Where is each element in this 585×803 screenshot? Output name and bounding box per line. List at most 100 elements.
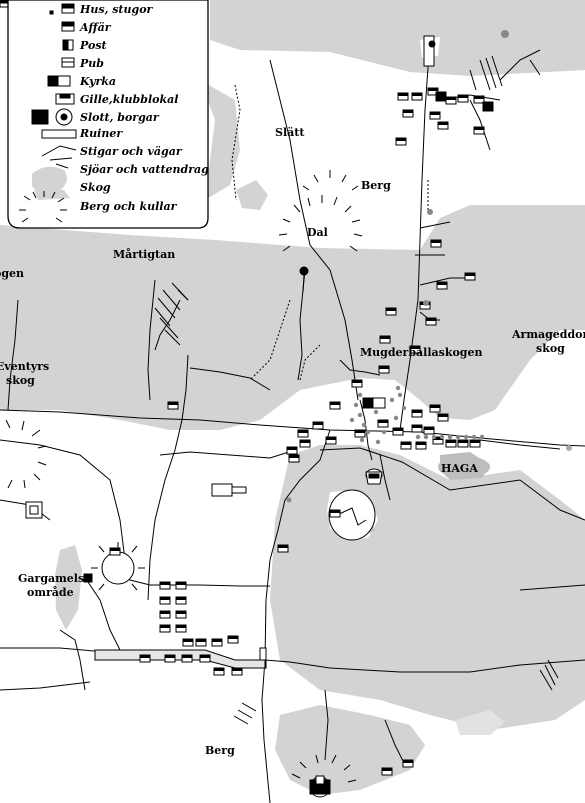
legend-item-hills: Berg och kullar — [79, 200, 178, 213]
tree-dot — [361, 422, 367, 428]
label-eventyrs-skog: skog — [6, 374, 35, 387]
tree-dot — [389, 397, 395, 403]
house-icon — [351, 379, 363, 388]
label-gargamels-omrade: område — [27, 586, 74, 599]
house-icon — [377, 419, 389, 428]
tree-dot — [381, 429, 387, 435]
tree-dot — [431, 434, 437, 440]
house-icon — [415, 441, 427, 450]
house-icon — [354, 429, 366, 438]
dotted-trail — [231, 84, 429, 381]
label-ogen: ogen — [0, 267, 24, 280]
house-icon — [159, 596, 171, 605]
legend-item-paths: Stigar och vägar — [80, 145, 183, 158]
house-markers — [109, 87, 485, 776]
hill-martigtan — [154, 282, 189, 346]
legend: Hus, stugor Affär Post Pub Kyrka Gille,k… — [7, 0, 209, 229]
house-icon — [175, 624, 187, 633]
house-icon — [473, 126, 485, 135]
house-icon — [329, 509, 341, 518]
hill-south — [291, 754, 357, 783]
village-dots — [349, 385, 485, 445]
tree-dot — [423, 434, 429, 440]
house-icon — [423, 426, 435, 435]
house-icon — [457, 94, 469, 103]
house-icon — [392, 427, 404, 436]
house-icon — [385, 307, 397, 316]
legend-item-houses: Hus, stugor — [79, 3, 154, 16]
house-icon — [429, 111, 441, 120]
house-icon — [325, 436, 337, 445]
house-icon — [411, 92, 423, 101]
label-armageddons-skog: skog — [536, 342, 565, 355]
label-dal: Dal — [307, 226, 328, 239]
slott-icon — [365, 471, 383, 485]
tree-dot — [353, 402, 359, 408]
bridges — [94, 35, 559, 691]
house-icon — [400, 441, 412, 450]
house-icon — [167, 401, 179, 410]
tree-dot — [463, 434, 469, 440]
house-icon — [277, 544, 289, 553]
hills — [5, 55, 541, 783]
house-icon — [430, 239, 442, 248]
house-icon — [159, 581, 171, 590]
legend-item-castle: Slott, borgar — [80, 111, 160, 124]
markers — [286, 30, 572, 503]
legend-item-guild: Gille,klubblokal — [80, 93, 178, 106]
house-icon — [299, 439, 311, 448]
house-icon — [159, 610, 171, 619]
house-icon — [469, 439, 481, 448]
house-icon — [139, 654, 151, 663]
house-icon — [378, 365, 390, 374]
house-icon — [379, 335, 391, 344]
label-haga: HAGA — [441, 462, 478, 475]
hill-berg-north — [302, 170, 359, 191]
label-armageddons: Armageddons — [511, 328, 585, 341]
house-icon — [402, 759, 414, 768]
hill-northeast — [469, 55, 541, 91]
house-icon — [436, 281, 448, 290]
tree-dot — [455, 434, 461, 440]
house-icon — [195, 638, 207, 647]
tree-dot — [395, 385, 401, 391]
label-eventyrs: Eventyrs — [0, 360, 49, 373]
house-icon — [211, 638, 223, 647]
tree-dot — [447, 434, 453, 440]
label-gargamels: Gargamels — [18, 572, 84, 585]
house-icon — [457, 439, 469, 448]
church-icon — [83, 91, 494, 583]
house-icon — [181, 654, 193, 663]
house-icon — [437, 413, 449, 422]
legend-item-pub: Pub — [79, 57, 104, 70]
tree-dot — [393, 415, 399, 421]
house-icon — [432, 436, 444, 445]
house-icon — [227, 635, 239, 644]
tree-dot — [349, 417, 355, 423]
house-icon — [175, 581, 187, 590]
house-icon — [312, 421, 324, 430]
hill-west — [5, 419, 47, 489]
house-icon — [429, 404, 441, 413]
house-icon — [182, 638, 194, 647]
house-icon — [464, 272, 476, 281]
house-icon — [409, 345, 421, 354]
tree-dot — [401, 405, 407, 411]
house-icon — [288, 454, 300, 463]
house-icon — [231, 667, 243, 676]
ruin-icon — [25, 501, 43, 519]
castle-icon — [309, 775, 331, 798]
label-berg-north: Berg — [361, 179, 391, 192]
house-icon — [445, 96, 457, 105]
house-icon — [159, 624, 171, 633]
tree-dot — [359, 437, 365, 443]
house-icon — [286, 446, 298, 455]
house-icon — [397, 92, 409, 101]
house-icon — [175, 610, 187, 619]
label-berg-south: Berg — [205, 744, 235, 757]
tree-dot — [365, 429, 371, 435]
legend-item-ruins: Ruiner — [79, 127, 123, 140]
legend-item-post: Post — [79, 39, 107, 52]
